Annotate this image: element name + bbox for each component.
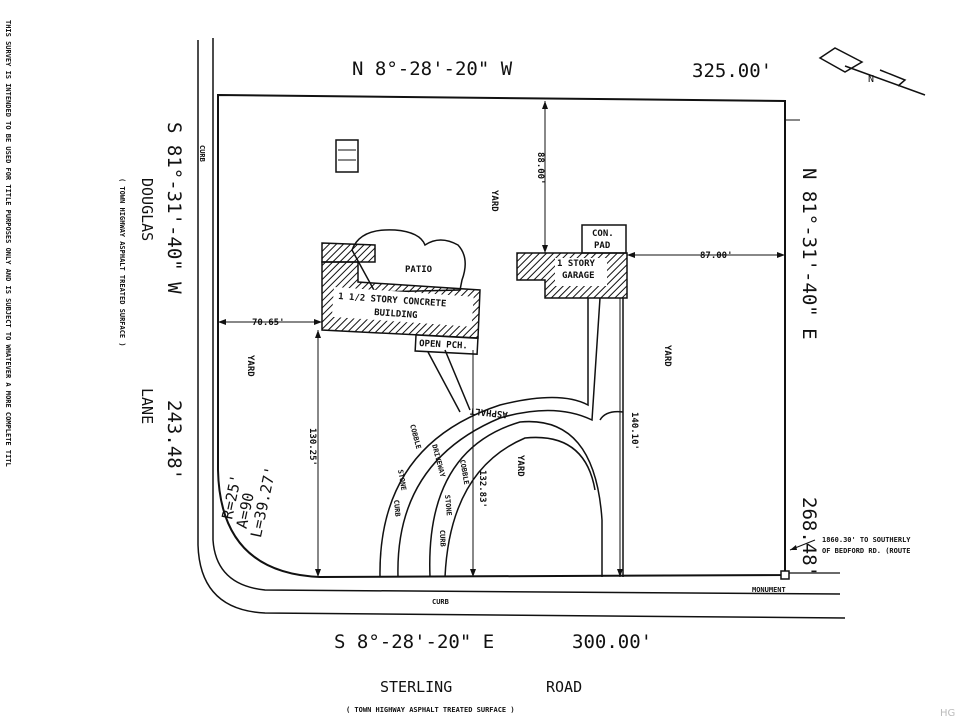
east-length-label: 268.48' xyxy=(798,497,820,577)
north-length-label: 325.00' xyxy=(692,60,772,82)
douglas-lane-desc: ( TOWN HIGHWAY ASPHALT TREATED SURFACE ) xyxy=(118,178,126,347)
west-bearing-label: S 81°-31'-40" W xyxy=(163,122,185,294)
east-bearing-label: N 81°-31'-40" E xyxy=(798,168,820,340)
bedford-note-1: 1860.30' TO SOUTHERLY xyxy=(822,536,911,544)
sterling-road-curb xyxy=(212,539,841,595)
con-pad-label-1: CON. xyxy=(592,229,614,239)
yard-label-east: YARD xyxy=(662,345,672,367)
cobble-label-4: COBBLE xyxy=(458,459,470,485)
yard-label-west: YARD xyxy=(245,355,255,377)
dim-70-label: 70.65' xyxy=(252,318,285,328)
dimension-lines xyxy=(218,101,785,577)
monument-marker-icon xyxy=(780,570,790,580)
sterling-label: STERLING xyxy=(380,678,452,696)
yard-label-north: YARD xyxy=(489,190,499,212)
watermark: HG xyxy=(940,708,955,719)
main-house: 1 1/2 STORY CONCRETE BUILDING xyxy=(321,242,481,339)
curb-label-south: CURB xyxy=(432,598,449,606)
monument-label: MONUMENT xyxy=(752,586,786,594)
sterling-road-desc: ( TOWN HIGHWAY ASPHALT TREATED SURFACE ) xyxy=(346,706,515,714)
bedford-note-2: OF BEDFORD RD. (ROUTE xyxy=(822,547,911,555)
cobble-label-5: STONE xyxy=(443,494,453,516)
cobble-label-1: COBBLE xyxy=(408,423,422,450)
dim-88-label: 88.00' xyxy=(535,152,545,185)
patio-label: PATIO xyxy=(405,265,433,275)
curb-label-west: CURB xyxy=(198,145,206,162)
garage-label-2: GARAGE xyxy=(562,271,595,281)
west-length-label: 243.48' xyxy=(163,400,185,480)
south-length-label: 300.00' xyxy=(572,631,652,653)
north-arrow-label: N xyxy=(868,74,874,85)
driveway-label: DRIVEWAY xyxy=(430,443,447,478)
north-bearing-label: N 8°-28'-20" W xyxy=(352,58,513,80)
property-boundary xyxy=(217,93,786,579)
north-arrow-icon: N xyxy=(818,47,926,96)
curve-data: R=25' A=90 L=39.27' xyxy=(218,465,279,539)
garage: 1 STORY GARAGE xyxy=(516,252,628,299)
cobble-label-6: CURB xyxy=(438,530,447,547)
lane-label: LANE xyxy=(138,388,156,424)
house-label-line-2: BUILDING xyxy=(374,308,418,321)
dim-87-label: 87.00' xyxy=(700,251,733,261)
open-porch-label: OPEN PCH. xyxy=(419,339,468,352)
sterling-road-edge xyxy=(197,544,846,619)
south-bearing-label: S 8°-28'-20" E xyxy=(334,631,494,653)
road-label: ROAD xyxy=(546,678,582,696)
cobble-label-3: CURB xyxy=(392,499,401,516)
asphalt-label: ASPHALT xyxy=(469,405,508,419)
tree-symbol xyxy=(335,139,359,173)
patio-outline xyxy=(351,229,466,293)
douglas-label: DOUGLAS xyxy=(138,178,156,241)
dim-140-label: 140.10' xyxy=(629,412,639,450)
dim-132-label: 132.83' xyxy=(477,470,487,508)
garage-label-1: 1 STORY xyxy=(557,259,596,269)
dim-130-label: 130.25' xyxy=(307,428,317,466)
concrete-pad xyxy=(581,224,627,254)
con-pad-label-2: PAD xyxy=(594,241,611,251)
disclaimer-text: THIS SURVEY IS INTENDED TO BE USED FOR T… xyxy=(4,20,12,467)
yard-label-center: YARD xyxy=(515,455,525,477)
cobble-label-2: STONE xyxy=(396,469,408,491)
